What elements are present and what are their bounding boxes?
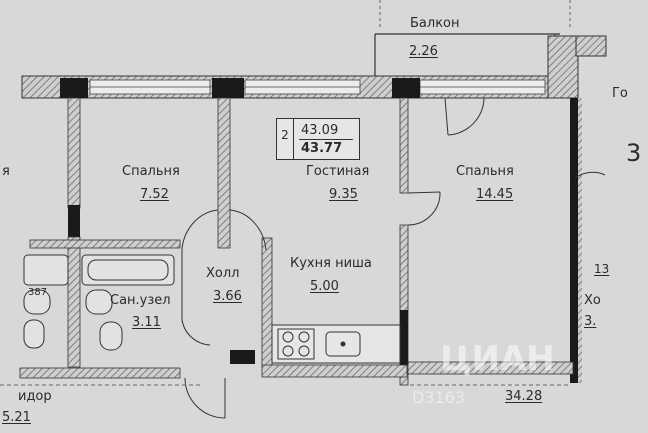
room-area-bedroom-2: 14.45 xyxy=(476,187,514,202)
flat-area-badge: 2 43.09 43.77 xyxy=(276,118,360,160)
fragment-left-edge: я xyxy=(2,164,10,179)
area-total: 43.09 xyxy=(301,123,339,138)
room-area-bathroom: 3.11 xyxy=(132,315,161,330)
room-area-hall: 3.66 xyxy=(213,289,242,304)
rooms-count: 2 xyxy=(277,119,294,159)
watermark-text: ЦИАН xyxy=(440,339,555,379)
fragment-right-hall: Хо xyxy=(584,293,601,308)
top-wall xyxy=(21,75,578,99)
fragment-corridor-area: 5.21 xyxy=(2,410,31,425)
fragment-right-num: 13 xyxy=(594,262,610,276)
fragment-left-bath: 387 xyxy=(28,287,48,298)
room-name-bathroom: Сан.узел xyxy=(110,293,171,308)
room-area-living: 9.35 xyxy=(329,187,358,202)
room-area-balcony: 2.26 xyxy=(409,44,438,59)
fragment-right-top: Го xyxy=(612,86,628,101)
fragment-corridor: идор xyxy=(18,389,52,404)
door-swings xyxy=(181,97,606,419)
fragment-right-area: 3. xyxy=(584,314,597,329)
interior-walls xyxy=(19,97,574,386)
fragment-bottom-right: 34.28 xyxy=(505,389,543,404)
watermark-id: D3163 xyxy=(412,388,466,407)
area-with-balcony: 43.77 xyxy=(301,141,343,156)
room-area-kitchen: 5.00 xyxy=(310,279,339,294)
badge-divider xyxy=(299,139,353,140)
room-name-living: Гостиная xyxy=(306,164,370,179)
room-name-balcony: Балкон xyxy=(410,16,460,31)
kitchen-counter xyxy=(271,324,401,364)
room-name-bedroom-2: Спальня xyxy=(456,164,514,179)
fragment-right-big: 3 xyxy=(626,139,642,167)
room-name-kitchen: Кухня ниша xyxy=(290,256,372,271)
room-name-bedroom-1: Спальня xyxy=(122,164,180,179)
bathroom-fixtures xyxy=(23,254,175,351)
room-area-bedroom-1: 7.52 xyxy=(140,187,169,202)
room-name-hall: Холл xyxy=(206,266,240,281)
balcony-outline xyxy=(374,0,571,82)
right-wall xyxy=(547,35,607,383)
